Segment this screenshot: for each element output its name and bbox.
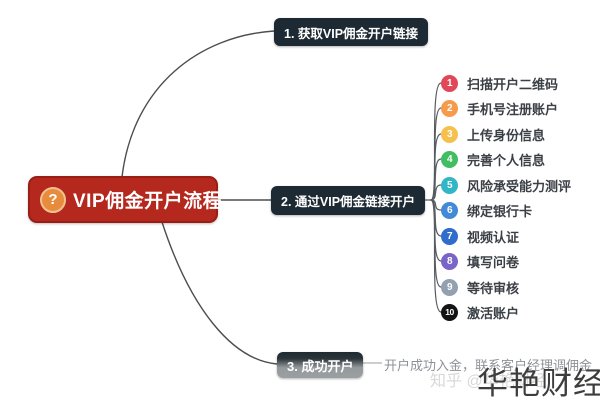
edge-root-branch3 <box>161 221 278 365</box>
edge-step-10 <box>430 199 442 313</box>
watermark-zhihu: 知乎 @华艳财经 <box>430 373 547 390</box>
edge-step-1 <box>430 82 442 201</box>
step-label: 填写问卷 <box>467 254 520 270</box>
step-label: 绑定银行卡 <box>467 203 533 219</box>
root-node: ? VIP佣金开户流程 <box>28 176 222 223</box>
step-item: 3 上传身份信息 <box>441 122 545 146</box>
step-label: 等待审核 <box>467 280 520 296</box>
edge-step-6 <box>430 199 442 211</box>
root-node-label: VIP佣金开户流程 <box>73 191 223 212</box>
branch-node-get-link: 1. 获取VIP佣金开户链接 <box>274 18 429 46</box>
edge-step-4 <box>430 158 442 201</box>
step-number-badge: 9 <box>441 278 458 296</box>
step-label: 手机号注册账户 <box>467 101 559 117</box>
step-number-badge: 1 <box>441 74 458 92</box>
edge-step-2 <box>430 107 442 201</box>
watermark-publisher: 华艳财经 <box>477 366 600 400</box>
step-number-badge: 7 <box>441 227 458 245</box>
step-item: 9 等待审核 <box>441 275 519 299</box>
step-number-badge: 4 <box>441 150 458 168</box>
step-number-badge: 3 <box>441 125 458 143</box>
branch-node-success: 3. 成功开户 <box>277 352 364 378</box>
step-item: 10 激活账户 <box>441 300 519 324</box>
step-item: 1 扫描开户二维码 <box>441 71 558 95</box>
step-item: 6 绑定银行卡 <box>441 198 532 222</box>
step-number-badge: 2 <box>441 99 458 117</box>
step-item: 2 手机号注册账户 <box>441 96 558 120</box>
step-number-badge: 8 <box>441 252 458 270</box>
step-item: 4 完善个人信息 <box>441 147 545 171</box>
edge-step-7 <box>430 199 442 237</box>
step-number-badge: 6 <box>441 201 458 219</box>
step-number-badge: 10 <box>441 303 458 321</box>
success-note: 开户成功入金，联系客户经理调佣金 <box>384 358 593 373</box>
step-label: 扫描开户二维码 <box>467 76 559 92</box>
edge-step-8 <box>430 199 442 262</box>
edge-step-9 <box>430 199 442 288</box>
edge-step-5 <box>430 184 442 201</box>
step-item: 5 风险承受能力测评 <box>441 173 571 197</box>
edge-root-branch1 <box>121 30 275 178</box>
step-number-badge: 5 <box>441 176 458 194</box>
step-label: 视频认证 <box>467 229 520 245</box>
question-mark-icon: ? <box>40 186 66 213</box>
step-label: 风险承受能力测评 <box>467 178 572 194</box>
step-label: 上传身份信息 <box>467 127 546 143</box>
edge-step-3 <box>430 133 442 201</box>
step-label: 完善个人信息 <box>467 152 546 168</box>
step-item: 7 视频认证 <box>441 224 519 248</box>
branch-node-open-via-link: 2. 通过VIP佣金链接开户 <box>271 186 426 215</box>
step-label: 激活账户 <box>467 305 520 321</box>
step-item: 8 填写问卷 <box>441 249 519 273</box>
